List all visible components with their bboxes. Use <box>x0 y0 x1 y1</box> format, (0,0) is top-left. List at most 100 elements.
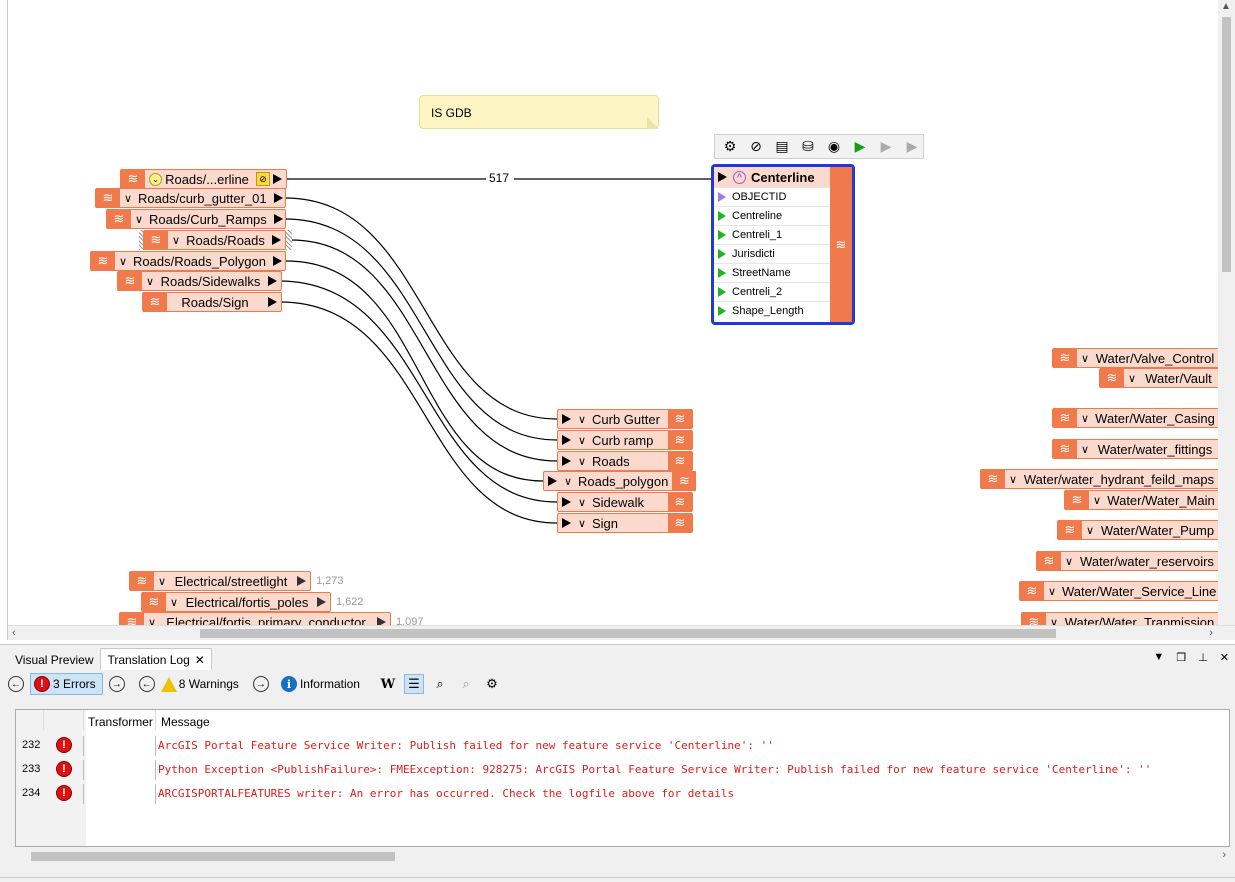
output-port-arrow[interactable] <box>272 256 282 266</box>
tab-translation-log[interactable]: Translation Log✕ <box>100 648 212 670</box>
reader-water-valve-control[interactable]: ≋ ∨ Water/Valve_Control <box>1052 348 1220 368</box>
log-horizontal-scrollbar[interactable]: › <box>15 848 1230 864</box>
errors-filter-button[interactable]: ! 3 Errors <box>30 673 103 695</box>
warnings-filter-button[interactable]: 8 Warnings <box>160 676 239 692</box>
writer-sidewalk[interactable]: ∨ Sidewalk ≋ <box>557 492 693 512</box>
column-header-transformer[interactable]: Transformer <box>88 715 153 729</box>
input-port-arrow[interactable] <box>548 476 557 486</box>
writer-header[interactable]: ^ Centerline <box>714 167 830 187</box>
input-port-arrow[interactable] <box>562 497 571 507</box>
chevron-down-icon[interactable]: ∨ <box>1092 494 1102 507</box>
writer-curb-gutter[interactable]: ∨ Curb Gutter ≋ <box>557 409 693 429</box>
attribute-row[interactable]: Centreli_1 <box>714 225 830 244</box>
output-port-arrow[interactable] <box>273 193 283 203</box>
word-wrap-icon[interactable]: W <box>380 676 396 692</box>
column-header-message[interactable]: Message <box>161 715 210 729</box>
prev-error-icon[interactable]: ← <box>8 676 24 692</box>
find-icon[interactable]: ⌕ <box>436 676 444 691</box>
chevron-down-icon[interactable]: ∨ <box>147 616 157 629</box>
chevron-down-icon[interactable]: ∨ <box>563 475 573 488</box>
scroll-left-icon[interactable]: ‹ <box>12 627 16 639</box>
input-port-arrow[interactable] <box>562 414 571 424</box>
annotation-note[interactable]: IS GDB <box>419 95 659 129</box>
chevron-down-icon[interactable]: ∨ <box>1080 412 1090 425</box>
writer-roads[interactable]: ∨ Roads ≋ <box>557 451 693 471</box>
reader-roads-roads-polygon[interactable]: ≋ ∨ Roads/Roads_Polygon <box>90 251 286 271</box>
input-port-arrow[interactable] <box>562 456 571 466</box>
scroll-right-icon[interactable]: › <box>1209 627 1213 639</box>
reader-water-pump[interactable]: ≋ ∨ Water/Water_Pump <box>1057 520 1220 540</box>
input-port-arrow[interactable] <box>562 518 571 528</box>
attribute-row[interactable]: OBJECTID <box>714 187 830 206</box>
input-port-arrow[interactable] <box>718 172 727 182</box>
reader-water-vault[interactable]: ≋ ∨ Water/Vault <box>1099 368 1220 388</box>
chevron-down-icon[interactable]: ∨ <box>1047 585 1057 598</box>
gear-icon[interactable]: ⚙ <box>723 138 737 154</box>
attribute-row[interactable]: Jurisdicti <box>714 244 830 263</box>
log-row[interactable]: 232 ! ArcGIS Portal Feature Service Writ… <box>16 736 1229 756</box>
chevron-down-icon[interactable]: ∨ <box>118 255 128 268</box>
pin-icon[interactable]: ⊥ <box>1198 652 1208 664</box>
collapse-icon[interactable]: ⌄ <box>149 172 162 186</box>
next-warning-icon[interactable]: → <box>252 676 269 692</box>
canvas-vertical-scrollbar[interactable]: ▲ <box>1218 0 1235 625</box>
output-port-arrow[interactable] <box>273 174 282 184</box>
list-view-icon[interactable]: ☰ <box>403 674 424 694</box>
chevron-down-icon[interactable]: ∨ <box>1080 352 1090 365</box>
run-to-this-icon[interactable]: ▶ <box>854 138 866 154</box>
scroll-thumb[interactable] <box>200 629 1056 638</box>
reader-roads-sidewalks[interactable]: ≋ ∨ Roads/Sidewalks <box>117 271 282 291</box>
database-settings-icon[interactable]: ⛁ <box>802 138 814 154</box>
writer-curb-ramp[interactable]: ∨ Curb ramp ≋ <box>557 430 693 450</box>
scroll-thumb[interactable] <box>1222 17 1231 272</box>
disable-icon[interactable]: ⊘ <box>750 138 762 154</box>
tab-visual-preview[interactable]: Visual Preview <box>8 648 100 670</box>
run-from-this-icon[interactable]: ▶ <box>880 138 892 154</box>
find-next-icon[interactable]: ⌕ <box>462 676 470 691</box>
scroll-thumb[interactable] <box>31 852 395 861</box>
chevron-down-icon[interactable]: ∨ <box>1080 443 1090 456</box>
scroll-right-icon[interactable]: › <box>1222 849 1226 861</box>
reader-water-fittings[interactable]: ≋ ∨ Water/water_fittings <box>1052 439 1220 459</box>
close-icon[interactable]: ✕ <box>1219 652 1229 664</box>
log-row[interactable]: 233 ! Python Exception <PublishFailure>:… <box>16 760 1229 780</box>
writer-centerline[interactable]: ^ Centerline OBJECTID Centreline Centrel… <box>711 164 855 325</box>
log-row[interactable]: 234 ! ARCGISPORTALFEATURES writer: An er… <box>16 784 1229 804</box>
chevron-down-icon[interactable]: ∨ <box>577 496 587 509</box>
reader-water-casing[interactable]: ≋ ∨ Water/Water_Casing <box>1052 408 1220 428</box>
next-error-icon[interactable]: → <box>108 676 125 692</box>
chevron-down-icon[interactable]: ∨ <box>1049 616 1059 629</box>
chevron-down-icon[interactable]: ∨ <box>123 192 133 205</box>
input-port-arrow[interactable] <box>562 435 571 445</box>
chevron-down-icon[interactable]: ∨ <box>577 413 587 426</box>
chevron-down-icon[interactable]: ∨ <box>134 213 144 226</box>
output-port-arrow[interactable] <box>268 297 277 307</box>
reader-roads-curb-ramps[interactable]: ≋ ∨ Roads/Curb_Ramps <box>106 209 286 229</box>
output-port-arrow[interactable] <box>317 597 326 607</box>
information-filter-button[interactable]: i Information <box>280 676 360 692</box>
gear-icon[interactable]: ⚙ <box>486 676 498 691</box>
prev-warning-icon[interactable]: ← <box>138 676 155 692</box>
output-port-arrow[interactable] <box>297 576 306 586</box>
reader-electrical-streetlight[interactable]: ≋ ∨ Electrical/streetlight 1,273 <box>129 571 344 591</box>
float-icon[interactable]: ❐ <box>1176 652 1187 664</box>
chevron-down-icon[interactable]: ∨ <box>1008 473 1018 486</box>
reader-roads-sign[interactable]: ≋ Roads/Sign <box>142 292 282 312</box>
chevron-down-icon[interactable]: ∨ <box>577 434 587 447</box>
chevron-down-icon[interactable]: ∨ <box>1085 524 1095 537</box>
attribute-row[interactable]: StreetName <box>714 263 830 282</box>
chevron-down-icon[interactable]: ∨ <box>157 575 167 588</box>
writer-roads-polygon[interactable]: ∨ Roads_polygon ≋ <box>543 471 697 491</box>
reader-roads-curb-gutter[interactable]: ≋ ∨ Roads/curb_gutter_01 <box>95 188 286 208</box>
attribute-row[interactable]: Centreline <box>714 206 830 225</box>
reader-water-reservoirs[interactable]: ≋ ∨ Water/water_reservoirs <box>1036 551 1220 571</box>
scroll-up-icon[interactable]: ▲ <box>1221 1 1231 12</box>
output-port-arrow[interactable] <box>377 617 386 627</box>
reader-electrical-fortis-poles[interactable]: ≋ ∨ Electrical/fortis_poles 1,622 <box>141 592 364 612</box>
chevron-down-icon[interactable]: ∨ <box>145 275 155 288</box>
attribute-row[interactable]: Centreli_2 <box>714 282 830 301</box>
chevron-down-icon[interactable]: ∨ <box>577 517 587 530</box>
expand-up-icon[interactable]: ^ <box>733 170 746 184</box>
reader-roads-centerline[interactable]: ≋ ⌄ Roads/...erline ⊘ <box>120 169 287 189</box>
chevron-down-icon[interactable]: ∨ <box>1127 372 1137 385</box>
